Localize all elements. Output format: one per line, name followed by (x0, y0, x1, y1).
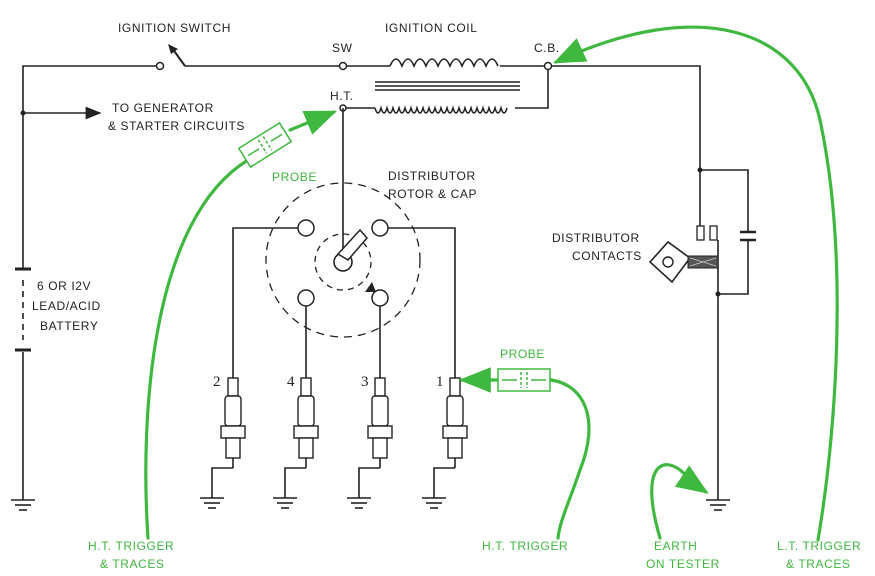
battery (11, 260, 35, 511)
label-ignition-switch: IGNITION SWITCH (118, 21, 231, 35)
distributor-rotor-cap (265, 182, 421, 338)
label-plug-4: 4 (287, 374, 295, 390)
label-ignition-coil: IGNITION COIL (385, 21, 477, 35)
label-lt-trigger: L.T. TRIGGER (777, 539, 861, 553)
label-battery-voltage: 6 OR I2V (37, 279, 91, 293)
label-distributor: DISTRIBUTOR (388, 169, 476, 183)
probe-right (497, 368, 551, 392)
label-lt-traces: & TRACES (786, 557, 851, 571)
label-rotor-cap: ROTOR & CAP (388, 187, 477, 201)
label-ht-trigger-traces-2: & TRACES (100, 557, 165, 571)
earth-on-tester-lead (650, 463, 709, 540)
spark-plug-4 (273, 377, 319, 509)
label-battery-type: LEAD/ACID (32, 299, 101, 313)
label-ht: H.T. (330, 89, 354, 103)
diagram-labels: IGNITION SWITCH IGNITION COIL SW C.B. H.… (32, 21, 861, 571)
label-ht-trigger-traces: H.T. TRIGGER (88, 539, 174, 553)
ignition-coil (338, 58, 553, 114)
spark-plug-2 (200, 377, 246, 509)
spark-plug-1 (422, 377, 468, 509)
label-starter-circuits: & STARTER CIRCUITS (108, 119, 245, 133)
label-ht-trigger: H.T. TRIGGER (482, 539, 568, 553)
contacts-earth-symbol (706, 499, 730, 511)
ht-trigger-traces-lead (144, 110, 337, 540)
label-contacts: CONTACTS (572, 249, 642, 263)
label-sw: SW (332, 41, 353, 55)
probe-left (237, 121, 293, 169)
spark-plug-3 (347, 377, 393, 509)
ht-trigger-lead (458, 367, 591, 540)
plug-leads (232, 227, 456, 380)
label-probe-right: PROBE (500, 347, 545, 361)
label-battery: BATTERY (40, 319, 98, 333)
label-plug-1: 1 (436, 374, 444, 390)
label-to-generator: TO GENERATOR (112, 101, 214, 115)
label-probe-left: PROBE (272, 170, 317, 184)
label-contacts-distributor: DISTRIBUTOR (552, 231, 640, 245)
battery-earth-symbol (11, 499, 35, 511)
lt-trigger-traces-lead (553, 25, 839, 542)
label-plug-2: 2 (213, 374, 221, 390)
label-on-tester: ON TESTER (646, 557, 720, 571)
label-cb: C.B. (534, 41, 560, 55)
lt-circuit-wiring (20, 65, 701, 260)
ignition-switch (155, 44, 186, 71)
label-plug-3: 3 (361, 374, 369, 390)
distributor-contacts (648, 167, 756, 511)
label-earth: EARTH (654, 539, 697, 553)
